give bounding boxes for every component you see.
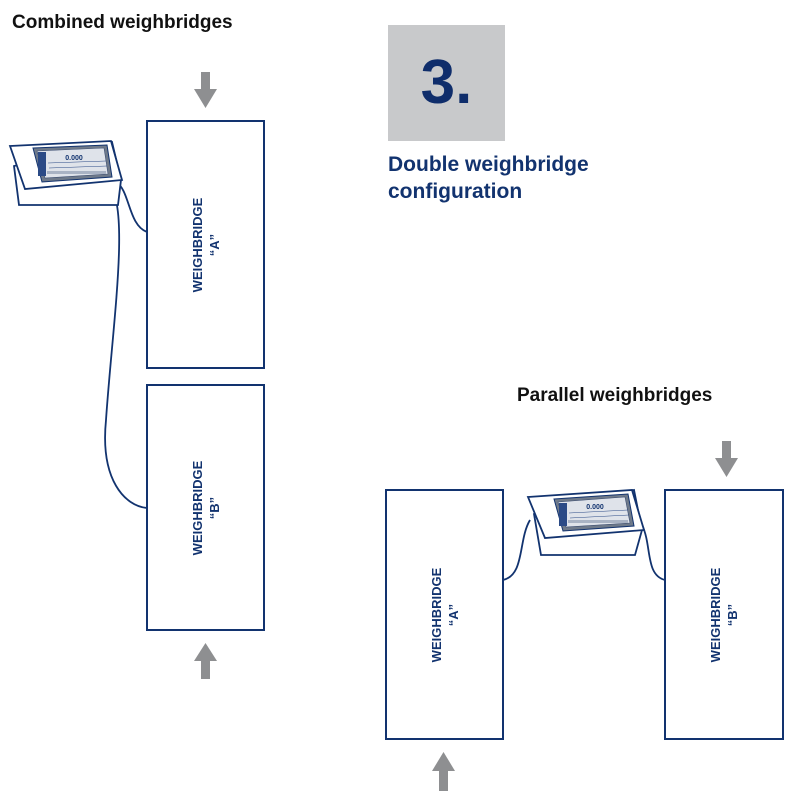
cable-parallel-a [502,519,531,581]
parallel-weighbridge-b: WEIGHBRIDGE “B” [664,489,784,740]
configuration-title: Double weighbridge configuration [388,151,688,205]
configuration-title-line2: configuration [388,180,523,203]
parallel-weighbridge-a: WEIGHBRIDGE “A” [385,489,504,740]
configuration-title-line1: Double weighbridge [388,153,589,176]
step-badge: 3. [388,25,505,141]
arrow-down-icon [715,441,738,477]
arrow-up-icon [432,752,455,791]
cable-combined-b [104,185,148,509]
arrow-down-icon [194,72,217,108]
weighing-terminal-icon: 0.000 [526,488,646,556]
combined-terminal-readout: 0.000 [65,155,83,162]
combined-weighbridge-b: WEIGHBRIDGE “B” [146,384,265,631]
parallel-terminal-readout: 0.000 [586,504,604,511]
arrow-up-icon [194,643,217,679]
step-number: 3. [420,48,473,117]
weighing-terminal-icon: 0.000 [8,140,124,206]
combined-weighbridges-heading: Combined weighbridges [12,12,233,33]
combined-weighbridge-a: WEIGHBRIDGE “A” [146,120,265,369]
parallel-weighbridges-heading: Parallel weighbridges [517,385,713,406]
